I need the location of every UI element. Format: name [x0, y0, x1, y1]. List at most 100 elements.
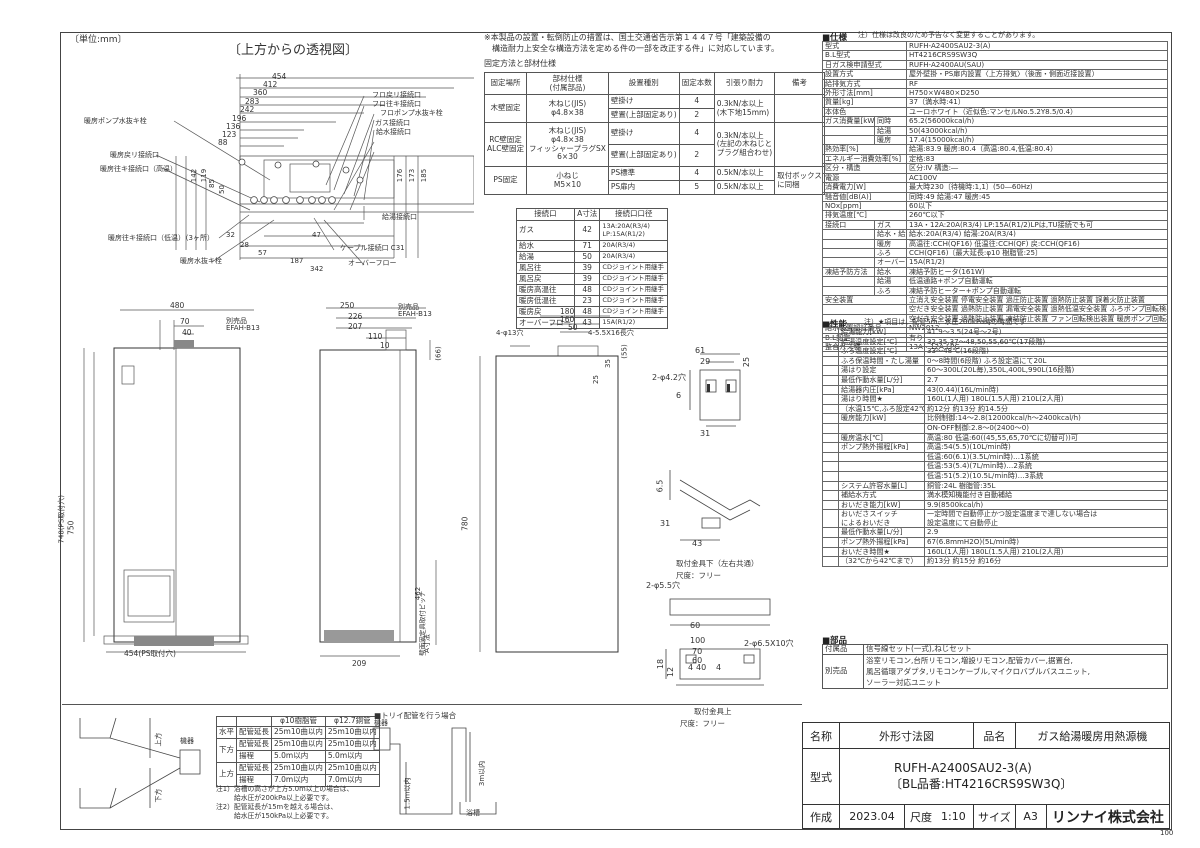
connect-cell: 暖房低温往 [516, 295, 575, 307]
perf-title: ■性能 [822, 320, 848, 330]
spec-value: RUFH-A2400SAU2-3(A) [906, 40, 1168, 52]
fixing-header: 備考 [774, 72, 825, 95]
perf-value: 低温:60(6.1)(3.5L/min時)…1系統 [924, 451, 1168, 463]
piping-cell: 25m10曲以内 [271, 738, 326, 751]
spec-value: CCH(QF16)〔最大延長:φ10 樹脂管:25〕 [906, 247, 1168, 259]
tb-scale: 1:10 [937, 804, 974, 829]
trap-label: 3m以内 [478, 760, 487, 787]
spec-row: 騒音値[dB(A)]同時:49 給湯:47 暖房:45 [822, 191, 1168, 202]
connect-cell: 50 [573, 251, 601, 263]
perf-row: 暖房温水[℃]高温:80 低温:60((45,55,65,70℃に切替可))可 [822, 432, 1168, 444]
fixing-cell: 壁掛け [607, 122, 680, 145]
top-view-title: 〔上方からの透視図〕 [228, 43, 359, 58]
fixing-cell: 0.5kN/本以上 [713, 180, 776, 195]
perf-side [822, 442, 839, 453]
perf-label: 暖房温水[℃] [838, 432, 925, 444]
piping-note: 注2）配管延長が15mを越える場合は、 [216, 803, 338, 811]
perf-label [838, 470, 925, 482]
notice-line-2: 構造耐力上安全な構造方法を定める件の一部を改正する件」に対応しています。 [484, 44, 779, 53]
tb-size-label: サイズ [973, 804, 1016, 829]
rear-view-drawing [479, 315, 619, 653]
fixing-cell: 4 [678, 166, 715, 181]
bracket-lower-dim: 6 [676, 391, 682, 400]
perf-label: システム許容水量[L] [838, 480, 925, 492]
spec-label: 接続口 [822, 219, 875, 231]
top-dim: 454 [272, 72, 287, 81]
spec-sublabel: 暖房 [874, 238, 907, 249]
top-bottom-dim: 57 [258, 249, 267, 257]
spec-row: ふろ凍結予防ヒーター+ポンプ自動運転 [822, 285, 1168, 296]
side-part: 別売品 EFAH-B13 [398, 303, 432, 318]
bracket-lower-dim: 2-φ4.2穴 [652, 373, 686, 382]
perf-side [822, 490, 839, 501]
connect-cell: 48 [573, 284, 601, 296]
spec-label: 電源 [822, 172, 907, 184]
fixing-cell: 0.3kN/本以上 (木下地15mm) [713, 94, 776, 123]
perf-label [838, 451, 925, 463]
tb-scale-label: 尺度 [904, 804, 937, 829]
perf-side [822, 394, 839, 405]
spec-label: 排気温度[℃] [822, 210, 907, 221]
spec-row: 給水・給湯給水:20A(R3/4) 給湯:20A(R3/4) [822, 229, 1168, 240]
spec-row: オーバーフロー15A(R1/2) [822, 257, 1168, 268]
top-label: ガス接続口 [375, 119, 410, 127]
rear-dim: 180 [560, 307, 575, 316]
spec-value: 同時:49 給湯:47 暖房:45 [906, 191, 1168, 202]
perf-row: ふろ温度設定[℃]33～48℃(16段階) [822, 346, 1168, 357]
connect-cell: 給水 [516, 240, 575, 252]
top-side-dim: 142 [190, 168, 199, 183]
perf-side [822, 509, 839, 529]
fixing-cell: RC壁固定 ALC壁固定 [483, 122, 528, 167]
piping-note: 給水圧が200kPa以上必要です。 [234, 794, 333, 802]
bracket-upper-dim: 60 [692, 656, 703, 665]
rear-dim: 4-φ13穴 [496, 329, 524, 337]
perf-label: （水温15℃,ふろ設定42℃） [838, 403, 925, 415]
spec-label: 凍結予防方法 [822, 266, 875, 278]
bracket-upper-dim: 2-φ5.5穴 [646, 581, 680, 590]
front-dim: 70 [180, 317, 190, 326]
top-label: 暖房水抜キ栓 [180, 257, 222, 265]
top-dim: 242 [240, 105, 255, 114]
perf-value: 約13分 約15分 約16分 [924, 556, 1168, 567]
spec-label: 日ガス検申請型式 [822, 59, 907, 71]
perf-side [822, 432, 839, 444]
spec-value: H750×W480×D250 [906, 88, 1168, 99]
spec-label [822, 135, 875, 146]
connect-cell: 20A(R3/4) [599, 240, 668, 252]
trap-label: 1.5m以内 [403, 777, 412, 810]
top-dim: 412 [263, 80, 278, 89]
fixing-header: 固定本数 [678, 72, 715, 95]
bracket-lower-caption: 取付金具下（左右共通） [676, 559, 759, 568]
fixing-cell: 4 [678, 94, 715, 109]
connect-cell: 15A(R1/2) [599, 317, 668, 329]
perf-row: （32℃から42℃まで）約13分 約15分 約16分 [822, 556, 1168, 567]
spec-title-note: 注）仕様は改良のため予告なく変更することがあります。 [858, 31, 1040, 39]
fixing-header: 設置種別 [607, 72, 680, 95]
perf-label: おいださスイッチ によるおいだき [838, 509, 925, 529]
piping-cell: 5.0m以内 [271, 750, 326, 763]
perf-table: 給湯能力[kW]41.9～3.5(24号～2号)給湯温度設定[℃]32,35,3… [822, 327, 1168, 567]
perf-row: 低温:51(5.2)(10.5L/min時)…3系統 [822, 470, 1168, 482]
perf-side [822, 374, 839, 386]
tb-bl: 〔BL品番:HT4216CRS9SW3Q〕 [890, 777, 1073, 791]
top-label: フロポンプ水抜キ栓 [380, 109, 443, 117]
fixing-cell: 木ねじ(JIS) φ4.8×38 フィッシャープラグSX 6×30 [526, 122, 609, 167]
side-dim: 209 [352, 659, 367, 668]
spec-label: 区分・構造 [822, 163, 907, 174]
perf-value: 一定時間で自動停止かつ設定温度まで達しない場合は 設定温度にて自動停止 [924, 509, 1168, 529]
top-bottom-dim: 187 [290, 257, 304, 265]
perf-value: 2.9 [924, 527, 1168, 539]
spec-value: 37（満水時:41） [906, 97, 1168, 108]
perf-value: 32,35,37～48,50,55,60℃(17段階) [924, 336, 1168, 348]
spec-label [822, 257, 875, 268]
perf-side [822, 403, 839, 415]
perf-label: （32℃から42℃まで） [838, 556, 925, 567]
fixing-header: 固定場所 [483, 72, 528, 95]
spec-label: NOx[ppm] [822, 200, 907, 212]
perf-label: ポンプ熱外揚程[kPa] [838, 537, 925, 548]
connect-cell: 39 [573, 273, 601, 285]
perf-side [822, 480, 839, 492]
perf-label [838, 461, 925, 472]
